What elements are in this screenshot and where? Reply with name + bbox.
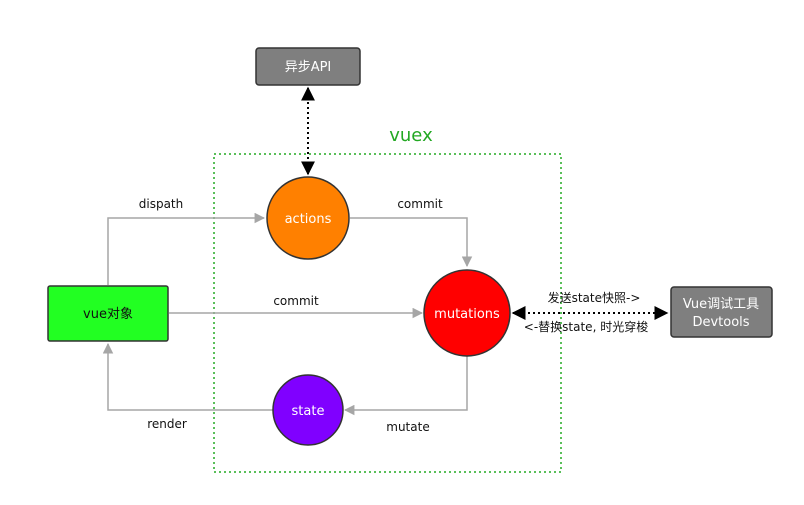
node-actions: actions: [266, 176, 350, 260]
edge-render: [102, 342, 273, 411]
edge-label-commit-top: commit: [397, 197, 443, 211]
node-devtools: Vue调试工具 Devtools: [670, 286, 773, 338]
edge-label-dispath: dispath: [139, 197, 183, 211]
edge-mutate: [343, 356, 468, 416]
node-vue-object: vue对象: [47, 285, 169, 342]
node-devtools-label-line2: Devtools: [692, 315, 749, 330]
node-state: state: [272, 374, 344, 446]
node-vue-object-label: vue对象: [83, 307, 133, 322]
node-async-api: 异步API: [255, 47, 361, 86]
node-async-api-label: 异步API: [285, 60, 332, 75]
edge-commit-actions-mutations: [350, 217, 473, 268]
node-actions-label: actions: [285, 212, 332, 227]
edge-label-render: render: [147, 417, 187, 431]
edge-label-mutate: mutate: [386, 420, 429, 434]
node-mutations: mutations: [423, 269, 511, 357]
edge-label-send-snapshot: 发送state快照->: [548, 290, 641, 305]
edge-label-commit-middle: commit: [273, 294, 319, 308]
vuex-region-title: vuex: [389, 125, 433, 146]
edge-dispath: [107, 212, 266, 285]
node-state-label: state: [292, 404, 325, 419]
node-devtools-label-line1: Vue调试工具: [683, 297, 759, 312]
edge-label-replace-state: <-替换state, 时光穿梭: [524, 319, 648, 334]
node-mutations-label: mutations: [434, 307, 500, 322]
